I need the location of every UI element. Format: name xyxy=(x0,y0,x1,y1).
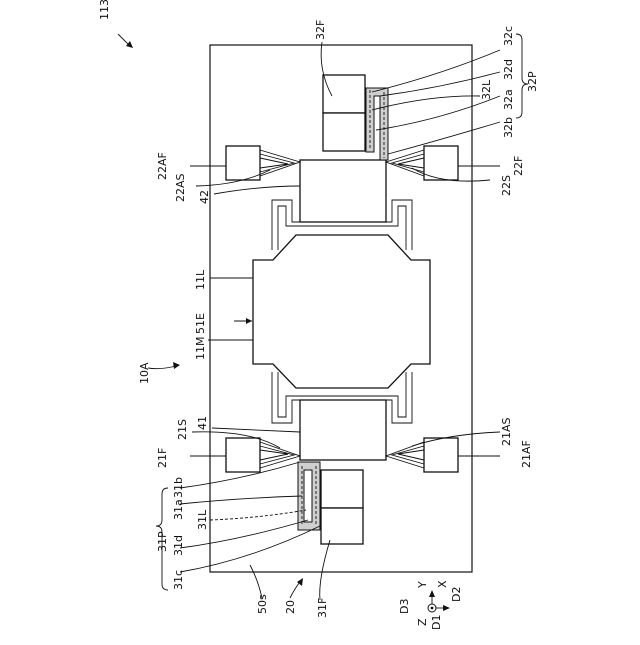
magnet-32F-bottom xyxy=(323,113,365,151)
label-113: 113 xyxy=(98,0,111,20)
spring-22S xyxy=(386,150,424,176)
leader-31F xyxy=(320,540,330,600)
label-51E: 51E xyxy=(194,313,207,334)
label-11L: 11L xyxy=(194,269,207,290)
pad-21F xyxy=(226,438,260,472)
label-42: 42 xyxy=(198,190,211,204)
leader-32a xyxy=(376,96,500,130)
arrow-113 xyxy=(126,41,133,48)
label-22F: 22F xyxy=(512,156,525,176)
label-31P: 31P xyxy=(156,531,169,552)
magnet-31F-bottom xyxy=(321,508,363,544)
leader-113 xyxy=(118,34,128,44)
element-11-body xyxy=(253,235,430,388)
label-22AF: 22AF xyxy=(156,152,169,180)
label-31d: 31d xyxy=(172,535,185,556)
label-21AS: 21AS xyxy=(500,417,513,446)
label-32F: 32F xyxy=(314,20,327,40)
block-42 xyxy=(300,160,386,222)
label-32d: 32d xyxy=(502,59,515,80)
leader-50s xyxy=(250,565,262,598)
arrowhead-51E xyxy=(246,318,252,324)
label-21S: 21S xyxy=(176,419,189,440)
magnet-31F-top xyxy=(321,470,363,508)
axis-z-dot xyxy=(431,607,434,610)
label-32a: 32a xyxy=(502,89,515,110)
label-22S: 22S xyxy=(500,175,513,196)
label-10A: 10A xyxy=(138,362,151,384)
block-41 xyxy=(300,400,386,460)
label-50s: 50s xyxy=(256,594,269,614)
axis-label-z: Z xyxy=(416,618,429,626)
label-31a: 31a xyxy=(172,499,185,520)
coil-32P xyxy=(366,88,388,160)
magnet-32F-top xyxy=(323,75,365,113)
label-21AF: 21AF xyxy=(520,440,533,468)
label-20: 20 xyxy=(284,600,297,614)
arrow-10A xyxy=(173,362,180,369)
pad-22F xyxy=(424,146,458,180)
label-31b: 31b xyxy=(172,477,185,498)
label-41: 41 xyxy=(196,416,209,430)
leader-31L xyxy=(210,510,306,520)
axis-label-d3: D3 xyxy=(398,599,411,614)
axis-y-arrowhead xyxy=(429,590,435,597)
leader-20 xyxy=(290,582,300,598)
label-31F: 31F xyxy=(316,598,329,618)
axis-label-x: X xyxy=(436,580,449,588)
spring-21AS xyxy=(386,442,424,468)
axis-x-arrowhead xyxy=(443,605,450,611)
axis-label-d1: D1 xyxy=(430,615,443,630)
label-32L: 32L xyxy=(480,79,493,100)
leader-10A xyxy=(148,366,176,369)
label-22AS: 22AS xyxy=(174,173,187,202)
label-31L: 31L xyxy=(196,509,209,530)
label-32c: 32c xyxy=(502,26,515,46)
label-21F: 21F xyxy=(156,448,169,468)
leader-31a xyxy=(180,496,302,504)
label-32b: 32b xyxy=(502,117,515,138)
pad-21AF xyxy=(424,438,458,472)
axis-label-y: Y xyxy=(416,581,429,589)
leader-41 xyxy=(212,428,300,432)
pad-22AF xyxy=(226,146,260,180)
leader-42 xyxy=(214,186,300,194)
axis-label-d2: D2 xyxy=(450,587,463,602)
label-31c: 31c xyxy=(172,570,185,590)
label-11M: 11M xyxy=(194,337,207,361)
label-32P: 32P xyxy=(526,71,539,92)
